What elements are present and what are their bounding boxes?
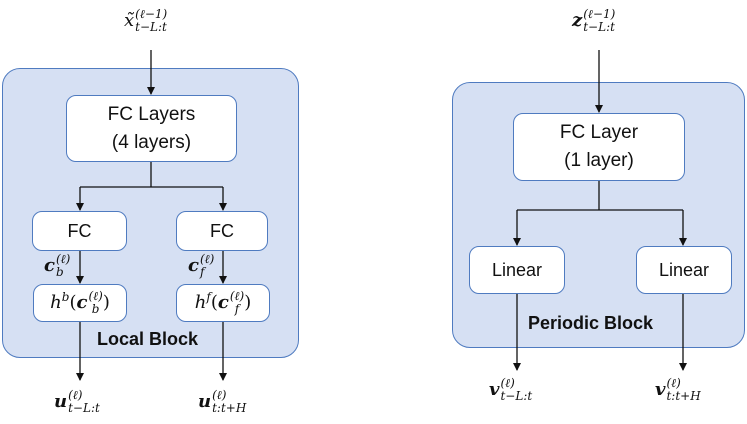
linear-left-label: Linear: [491, 259, 543, 280]
basis-forecast-expr: hf(c(ℓ)f): [194, 289, 252, 316]
linear-left-box: Linear: [469, 246, 565, 294]
coef-forecast-label: c(ℓ)f: [188, 252, 215, 279]
fc-layers-line1: FC Layers: [107, 103, 196, 125]
fc-left-box: FC: [32, 211, 127, 251]
periodic-input-label: z(ℓ−1)t−L:t: [572, 7, 616, 34]
local-output-forecast-label: u(ℓ)t:t+H: [198, 388, 247, 415]
fc-layer-line2: (1 layer): [564, 150, 634, 171]
fc-left-label: FC: [67, 220, 92, 241]
linear-right-box: Linear: [636, 246, 732, 294]
local-output-backcast-label: u(ℓ)t−L:t: [54, 388, 100, 415]
fc-layer-box: FC Layer (1 layer): [513, 113, 685, 181]
periodic-output-backcast-label: v(ℓ)t−L:t: [489, 376, 533, 403]
coef-backcast-label: c(ℓ)b: [44, 252, 71, 279]
fc-layers-line2: (4 layers): [111, 131, 192, 153]
periodic-block-title: Periodic Block: [528, 313, 654, 333]
fc-right-box: FC: [176, 211, 268, 251]
linear-right-label: Linear: [658, 259, 710, 280]
basis-forecast-box: hf(c(ℓ)f): [176, 284, 270, 322]
fc-layer-line1: FC Layer: [559, 122, 639, 143]
basis-backcast-box: hb(c(ℓ)b): [33, 284, 127, 322]
periodic-output-forecast-label: v(ℓ)t:t+H: [655, 376, 701, 403]
fc-layers-box: FC Layers (4 layers): [66, 95, 237, 162]
local-input-label: x̃(ℓ−1)t−L:t: [124, 7, 168, 34]
basis-backcast-expr: hb(c(ℓ)b): [50, 289, 110, 316]
fc-right-label: FC: [210, 220, 234, 241]
local-block-title: Local Block: [97, 329, 199, 349]
